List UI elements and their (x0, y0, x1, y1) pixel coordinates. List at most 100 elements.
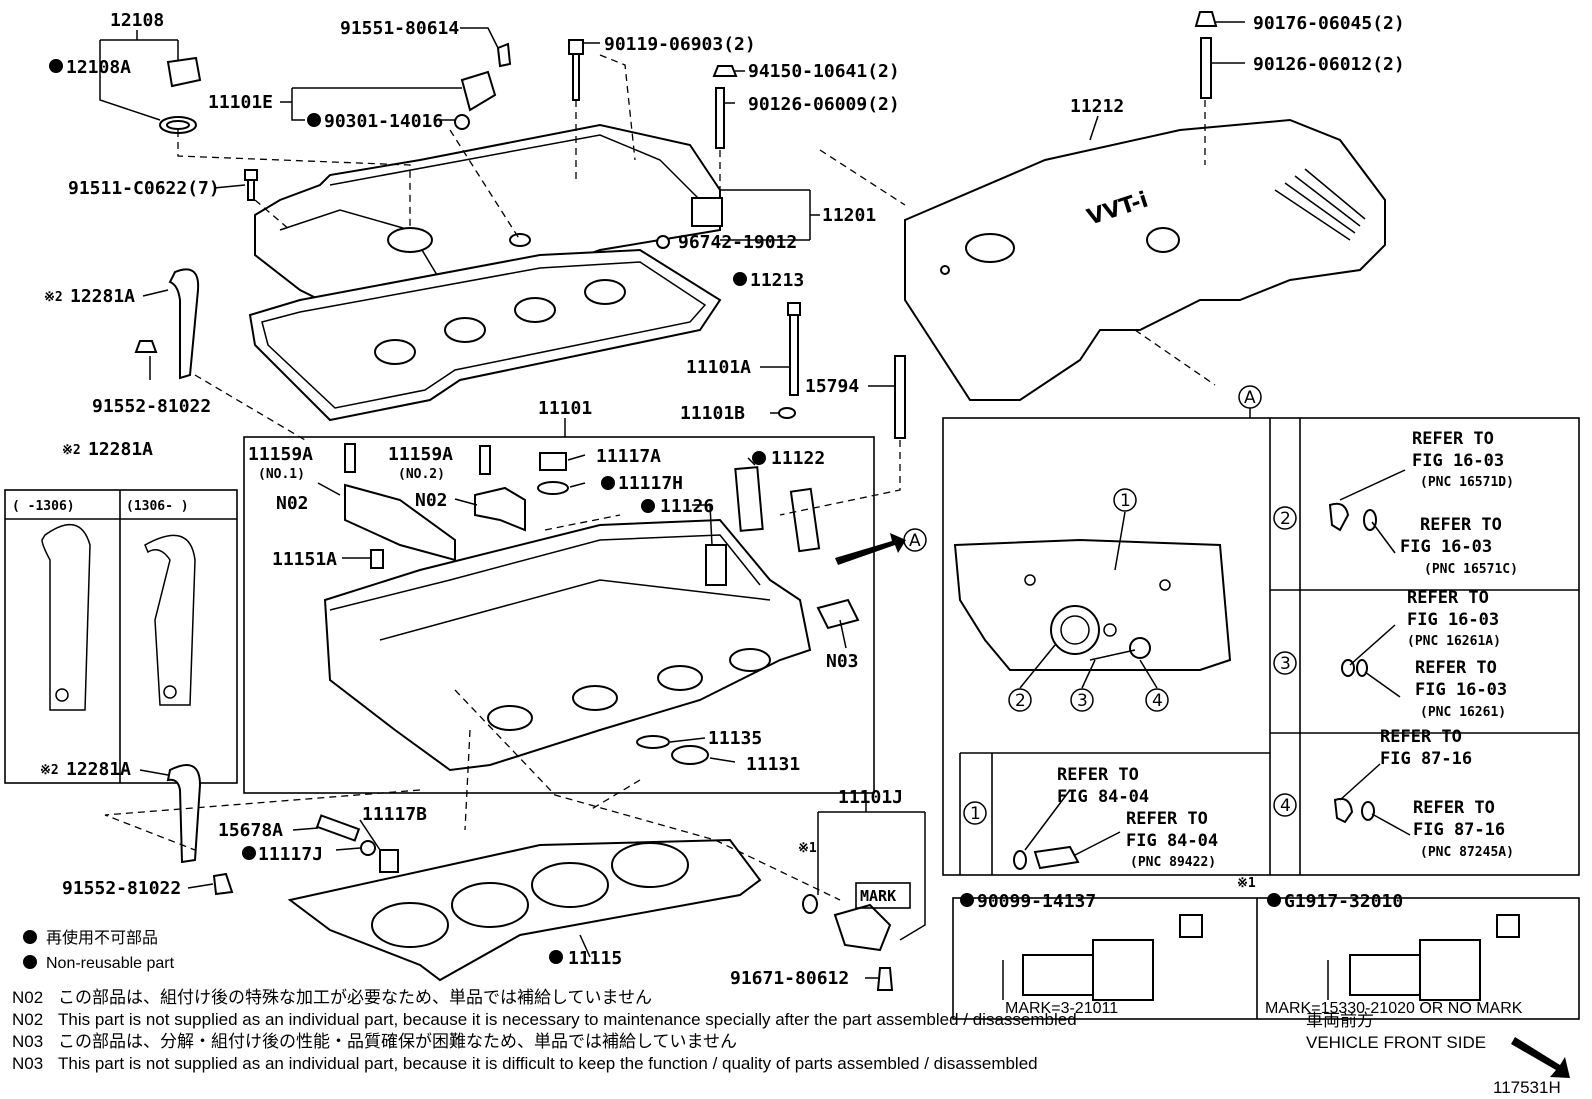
vsv-drawing-b (1327, 914, 1520, 1001)
sub2-ref-3: REFER TO (1420, 515, 1502, 535)
leader-lines (99, 21, 1411, 979)
sub1-ref-4: FIG 84-04 (1126, 831, 1218, 851)
sub3-ref-4: FIG 16-03 (1415, 680, 1507, 700)
label-91671-80612: 91671-80612 (730, 968, 849, 989)
detail-a-num-2: 2 (1015, 691, 1026, 711)
plug-set (315, 814, 399, 873)
label-91551-80614: 91551-80614 (340, 18, 459, 39)
label-11117B: 11117B (362, 804, 427, 825)
label-11117A: 11117A (596, 446, 661, 467)
mark-a-text: MARK=3-21011 (1005, 1000, 1118, 1017)
range-left: ( -1306) (12, 499, 75, 514)
label-11101E: 11101E (208, 92, 273, 113)
note-text-1: この部品は、組付け後の特殊な加工が必要なため、単品では補給していません (58, 988, 652, 1007)
sub3-num: 3 (1280, 654, 1291, 674)
sub3-ref-2: FIG 16-03 (1407, 610, 1499, 630)
label-90126-06012: 90126-06012(2) (1253, 54, 1405, 75)
sub2-pnc-2: (PNC 16571C) (1424, 562, 1518, 577)
label-11159A-no1: 11159A (248, 444, 313, 465)
label-96742-19012: 96742-19012 (678, 232, 797, 253)
note-text-3: この部品は、分解・組付け後の性能・品質確保が困難なため、単品では補給していません (58, 1032, 737, 1051)
label-11101A: 11101A (686, 357, 751, 378)
label-11101B: 11101B (680, 403, 745, 424)
mark-label: MARK (860, 887, 896, 905)
sub4-pnc: (PNC 87245A) (1420, 845, 1514, 860)
label-91552-81022-top: 91552-81022 (92, 396, 211, 417)
label-11201: 11201 (822, 205, 876, 226)
note-code-2: N02 (12, 1010, 43, 1029)
legend-en: Non-reusable part (46, 955, 175, 972)
label-11126: 11126 (660, 496, 714, 517)
sub3-ref-3: REFER TO (1415, 658, 1497, 678)
engine-hook-bottom (166, 764, 234, 896)
label-11159A-no2: 11159A (388, 444, 453, 465)
range-right: (1306- ) (126, 499, 189, 514)
kome2-bottom: ※2 (40, 763, 59, 778)
note-code-1: N02 (12, 988, 43, 1007)
label-n03: N03 (826, 651, 859, 672)
kome2-top: ※2 (44, 290, 63, 305)
no2-label: (NO.2) (398, 467, 445, 482)
sub2-drawing (1328, 502, 1377, 532)
label-G1917-32010: G1917-32010 (1284, 891, 1403, 912)
label-15794: 15794 (805, 376, 859, 397)
callout-a-letter: A (909, 531, 921, 551)
sub4-num: 4 (1280, 796, 1291, 816)
sub1-num: 1 (970, 804, 981, 824)
label-90099-14137: 90099-14137 (977, 891, 1096, 912)
sub1-pnc: (PNC 89422) (1130, 855, 1216, 870)
sub2-ref-2: FIG 16-03 (1412, 451, 1504, 471)
label-11101: 11101 (538, 398, 592, 419)
sub2-pnc-1: (PNC 16571D) (1420, 475, 1514, 490)
sub4-ref-4: FIG 87-16 (1413, 820, 1505, 840)
label-11135: 11135 (708, 728, 762, 749)
vsv-drawing-a (1002, 914, 1203, 1001)
vsv-box (952, 897, 1580, 1020)
label-11151A: 11151A (272, 549, 337, 570)
label-91552-81022-bottom: 91552-81022 (62, 878, 181, 899)
sensor-11101E (454, 42, 512, 130)
legend-jp: 再使用不可部品 (46, 929, 158, 947)
view-arrow-a (835, 533, 906, 565)
direction-jp: 車両前方 (1306, 1011, 1374, 1030)
sub1-ref-2: FIG 84-04 (1057, 787, 1149, 807)
front-direction-arrow (1511, 1037, 1570, 1078)
note-text-4: This part is not supplied as an individu… (58, 1054, 1038, 1073)
circled-markers (903, 385, 1297, 825)
direction-en: VEHICLE FRONT SIDE (1306, 1033, 1486, 1052)
detail-a-num-3: 3 (1077, 691, 1088, 711)
label-90119-06903: 90119-06903(2) (604, 34, 756, 55)
label-12108A: 12108A (66, 57, 131, 78)
label-n02-right: N02 (415, 490, 448, 511)
label-11212: 11212 (1070, 96, 1124, 117)
oil-filler-cap (159, 56, 202, 134)
label-90126-06009: 90126-06009(2) (748, 94, 900, 115)
label-91511-C0622: 91511-C0622(7) (68, 178, 220, 199)
cylinder-head-drawing (323, 443, 860, 772)
engine-cover-drawing: VVT-i (904, 118, 1386, 401)
hook-variant-box (4, 489, 238, 784)
cylinder-head-group-box (243, 436, 875, 794)
label-11117J: 11117J (258, 844, 323, 865)
note-code-4: N03 (12, 1054, 43, 1073)
mark-b-text: MARK=15330-21020 OR NO MARK (1265, 1000, 1523, 1017)
label-15678A: 15678A (218, 820, 283, 841)
sub4-ref-3: REFER TO (1413, 798, 1495, 818)
section-a-letter: A (1244, 388, 1256, 408)
kome1-label: ※1 (798, 841, 817, 856)
detail-a-num-4: 4 (1152, 691, 1163, 711)
kome2-variant: ※2 (62, 443, 81, 458)
bolt-set (244, 11, 1218, 439)
label-12281A-top: 12281A (70, 286, 135, 307)
detail-a-num-1: 1 (1120, 491, 1131, 511)
detail-a-box (942, 417, 1580, 876)
label-11122: 11122 (771, 448, 825, 469)
valve-cover-drawing (248, 123, 723, 422)
kome1-vsv-label: ※1 (1237, 876, 1256, 891)
note-text-2: This part is not supplied as an individu… (58, 1010, 1077, 1029)
sub3-drawing (1341, 659, 1368, 677)
label-11117H: 11117H (618, 473, 683, 494)
detail-a-engine-view (953, 538, 1232, 671)
sub2-ref-1: REFER TO (1412, 429, 1494, 449)
